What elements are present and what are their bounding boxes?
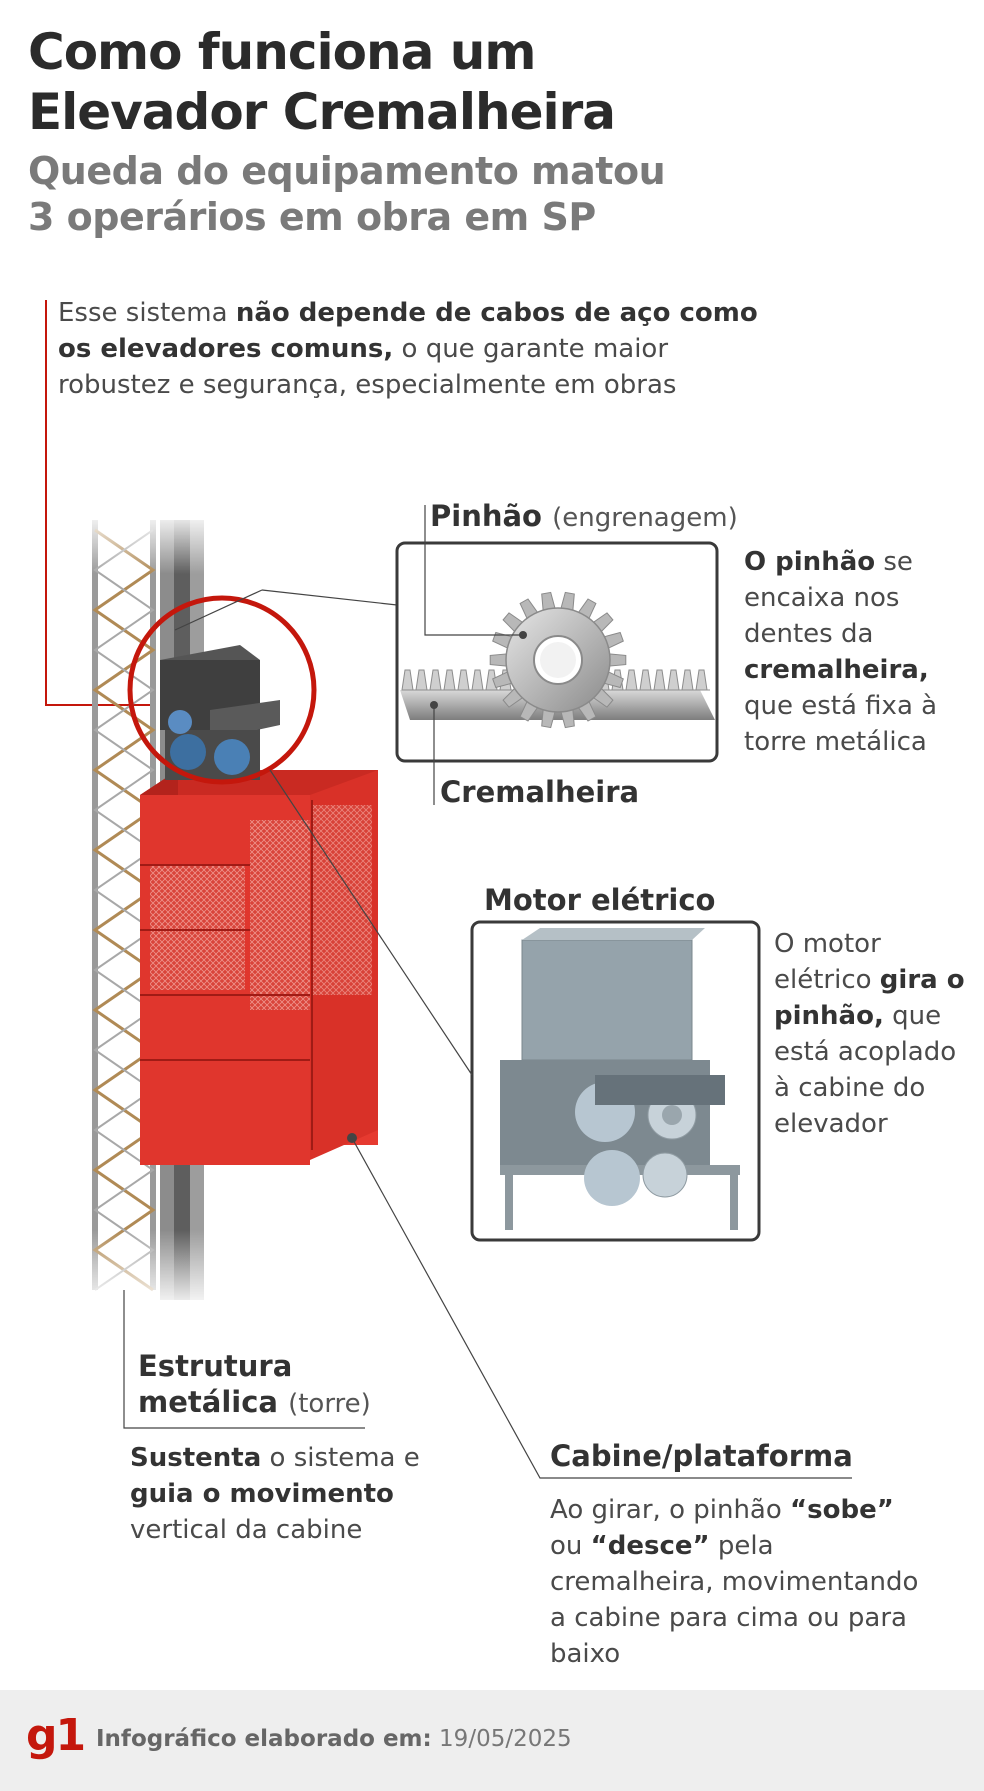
footer-credit: Infográfico elaborado em: 19/05/2025 (96, 1726, 572, 1752)
estrutura-description: Sustenta o sistema e guia o movimento ve… (130, 1443, 420, 1545)
motor-label: Motor elétrico (484, 883, 716, 917)
motor-description: O motor elétrico gira o pinhão, que está… (774, 929, 965, 1139)
estrutura-connector (123, 1290, 365, 1429)
estrutura-label: Estrutura metálica (torre) (138, 1349, 371, 1419)
footer: g1 Infográfico elaborado em: 19/05/2025 (0, 1690, 984, 1791)
motor-connector (269, 769, 473, 1076)
cremalheira-label: Cremalheira (440, 775, 640, 809)
zoom-connector (174, 589, 263, 631)
cabine-label: Cabine/plataforma (550, 1439, 853, 1473)
motor-detail (470, 920, 761, 1242)
pinion-gear (489, 591, 627, 729)
pinhao-label: Pinhão (engrenagem) (430, 499, 738, 533)
page-title: Como funciona um Elevador Cremalheira (28, 23, 616, 141)
page-subtitle: Queda do equipamento matou 3 operários e… (28, 149, 666, 239)
intro-text: Esse sistema não depende de cabos de aço… (58, 298, 758, 400)
g1-logo[interactable]: g1 (26, 1710, 86, 1761)
zoom-circle (127, 595, 317, 785)
drive-unit (160, 645, 280, 780)
pinhao-detail (395, 505, 719, 805)
pinhao-description: O pinhão se encaixa nos dentes da cremal… (744, 547, 938, 757)
cabine-connector (351, 1137, 852, 1479)
cabin (140, 770, 378, 1165)
cabine-description: Ao girar, o pinhão “sobe” ou “desce” pel… (550, 1495, 919, 1669)
